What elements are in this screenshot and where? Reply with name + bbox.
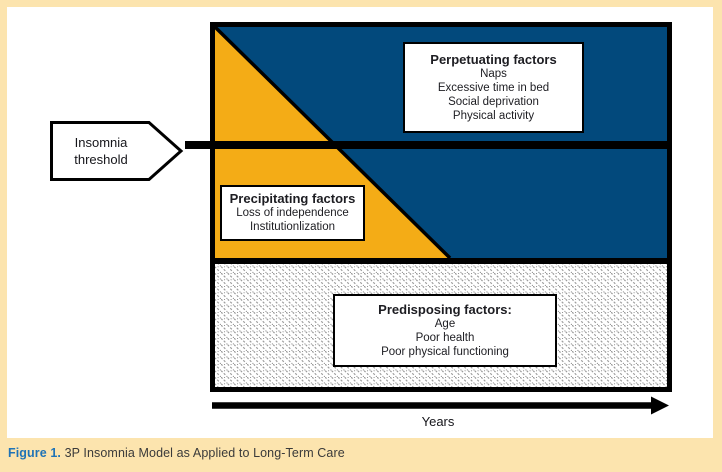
perpetuating-item: Social deprivation: [448, 96, 539, 108]
precipitating-factors-box: Precipitating factors Loss of independen…: [220, 185, 365, 241]
precipitating-item: Loss of independence: [236, 207, 349, 219]
perpetuating-title: Perpetuating factors: [430, 52, 557, 67]
predisposing-title: Predisposing factors:: [378, 302, 512, 317]
threshold-label-line2: threshold: [74, 152, 128, 167]
precipitating-item: Institutionlization: [249, 221, 336, 233]
section-divider: [215, 258, 667, 264]
predisposing-item: Age: [434, 318, 456, 330]
predisposing-item: Poor physical functioning: [381, 346, 509, 358]
threshold-line: [185, 141, 670, 149]
figure-caption-label: Figure 1.: [8, 446, 61, 460]
figure-caption: Figure 1. 3P Insomnia Model as Applied t…: [8, 446, 345, 460]
x-axis-arrowhead: [651, 396, 669, 415]
predisposing-item: Poor health: [415, 332, 475, 344]
chart-border: [210, 22, 672, 392]
x-axis-label: Years: [421, 414, 455, 429]
perpetuating-factors-box: Perpetuating factors Naps Excessive time…: [403, 42, 584, 133]
threshold-pointer-shape: [50, 121, 184, 181]
threshold-label: Insomnia threshold: [51, 122, 151, 180]
perpetuating-item: Physical activity: [452, 110, 535, 122]
predisposing-factors-box: Predisposing factors: Age Poor health Po…: [333, 294, 557, 367]
threshold-label-line1: Insomnia: [74, 135, 128, 150]
perpetuating-item: Naps: [480, 68, 507, 80]
perpetuating-item: Excessive time in bed: [437, 82, 550, 94]
figure-caption-text: 3P Insomnia Model as Applied to Long-Ter…: [61, 446, 345, 460]
precipitating-title: Precipitating factors: [229, 191, 356, 206]
